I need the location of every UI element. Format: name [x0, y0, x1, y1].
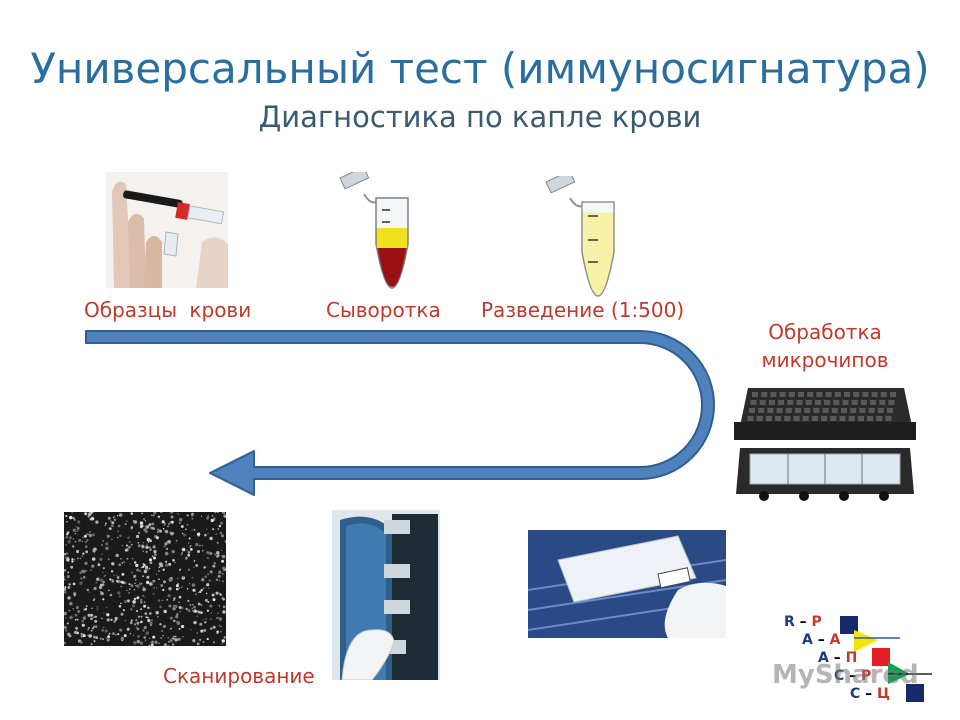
- label-scanning: Сканирование: [163, 664, 315, 688]
- microchip-processing-photo: [734, 382, 916, 506]
- dilution-tube-icon: [542, 176, 622, 298]
- microchip-slide-photo: [528, 530, 726, 638]
- watermark: MyShared: [772, 660, 919, 690]
- page-title: Универсальный тест (иммуносигнатура): [30, 44, 930, 93]
- label-blood-samples: Образцы крови: [84, 298, 252, 322]
- corner-logo: R – Р A – А A – П C – Р C – Ц: [780, 612, 960, 720]
- label-serum: Сыворотка: [326, 298, 441, 322]
- label-dilution: Разведение (1:500): [481, 298, 685, 322]
- page-subtitle: Диагностика по капле крови: [258, 100, 702, 134]
- blood-sample-photo: [106, 172, 228, 288]
- serum-tube-icon: [336, 172, 416, 292]
- label-chip-processing: Обработка микрочипов: [761, 320, 889, 372]
- scan-result-image: [64, 512, 226, 646]
- scanner-photo: [332, 510, 440, 680]
